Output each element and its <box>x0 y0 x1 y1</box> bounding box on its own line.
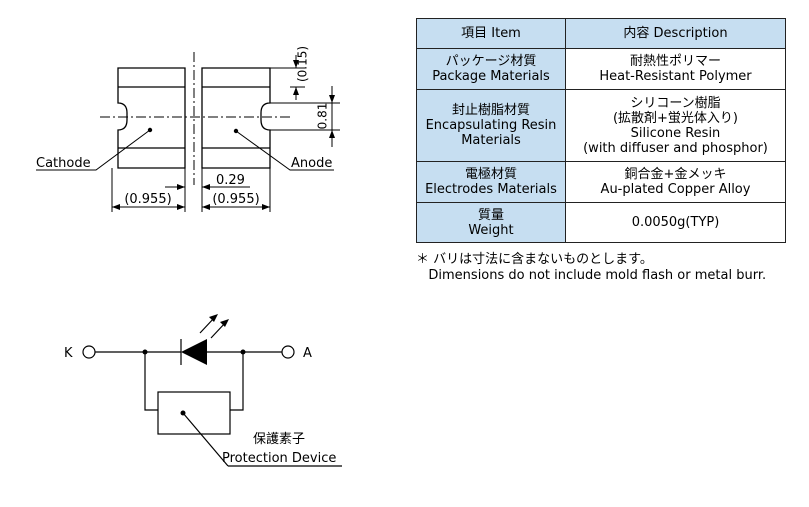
led-diode-symbol <box>181 339 207 365</box>
dim-0955-right-label: (0.955) <box>212 192 259 207</box>
table-row: 質量 Weight 0.0050g(TYP) <box>416 202 786 243</box>
description-cell: 0.0050g(TYP) <box>565 202 786 243</box>
description-cell: 耐熱性ポリマー Heat-Resistant Polymer <box>565 48 786 90</box>
center-lines <box>100 52 290 185</box>
circuit-schematic <box>82 316 342 467</box>
item-cell: パッケージ材質 Package Materials <box>416 48 566 90</box>
light-arrow-icon <box>209 314 218 322</box>
terminal-a <box>281 345 295 359</box>
dimension-arrows <box>293 60 335 138</box>
anode-pad <box>201 67 271 169</box>
dim-029-label: 0.29 <box>216 173 245 188</box>
anode-label: Anode <box>291 156 332 171</box>
dim-081-label: 0.81 <box>316 103 330 130</box>
description-cell: シリコーン樹脂 (拡散剤+蛍光体入り) Silicone Resin (with… <box>565 89 786 162</box>
k-terminal-label: K <box>64 346 73 361</box>
circuit-fills <box>142 314 246 416</box>
protection-device-box <box>157 391 231 435</box>
table-row: 電極材質 Electrodes Materials 銅合金+金メッキ Au-pl… <box>416 161 786 203</box>
dimension-note: ＊ バリは寸法に含まないものとします。 Dimensions do not in… <box>416 252 766 284</box>
header-item: 項目 Item <box>416 18 566 49</box>
protection-device-jp: 保護素子 <box>253 431 305 447</box>
bottom-dimension-arrows <box>112 184 270 210</box>
item-cell: 質量 Weight <box>416 202 566 243</box>
header-description: 内容 Description <box>565 18 786 49</box>
specification-table: 項目 Item 内容 Description パッケージ材質 Package M… <box>416 18 786 243</box>
table-row: 封止樹脂材質 Encapsulating Resin Materials シリコ… <box>416 89 786 162</box>
leader-lines <box>36 129 334 171</box>
terminal-k <box>82 345 96 359</box>
description-cell: 銅合金+金メッキ Au-plated Copper Alloy <box>565 161 786 203</box>
dim-015-label: (0.15) <box>296 46 310 82</box>
dim-0955-left-label: (0.955) <box>124 192 171 207</box>
note-line-jp: ＊ バリは寸法に含まないものとします。 <box>416 252 653 267</box>
light-arrow-icon <box>220 319 229 327</box>
cathode-label: Cathode <box>36 156 91 171</box>
note-line-en: Dimensions do not include mold flash or … <box>416 268 767 283</box>
table-row: パッケージ材質 Package Materials 耐熱性ポリマー Heat-R… <box>416 48 786 90</box>
item-cell: 封止樹脂材質 Encapsulating Resin Materials <box>416 89 566 162</box>
item-cell: 電極材質 Electrodes Materials <box>416 161 566 203</box>
table-header-row: 項目 Item 内容 Description <box>416 18 786 49</box>
protection-device-en: Protection Device <box>222 451 336 466</box>
a-terminal-label: A <box>303 346 312 361</box>
cathode-pad <box>117 67 186 169</box>
